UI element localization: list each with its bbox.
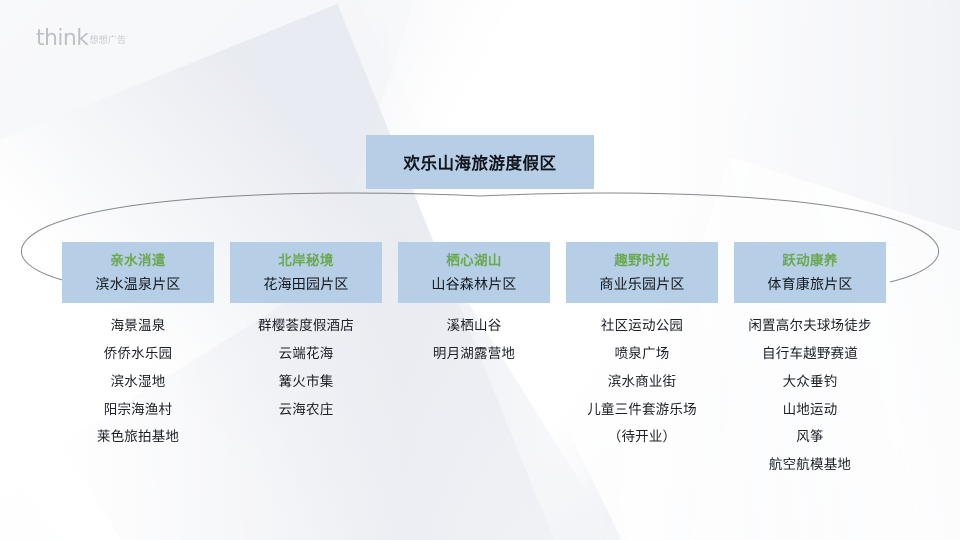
zone-column-1: 亲水消遣 滨水温泉片区 海景温泉 侨侨水乐园 滨水湿地 阳宗海渔村 莱色旅拍基地: [62, 242, 214, 473]
list-item: （待开业）: [607, 429, 677, 446]
list-item: 航空航模基地: [768, 457, 852, 474]
zone-header-5: 跃动康养 体育康旅片区: [734, 242, 886, 303]
list-item: 山地运动: [782, 401, 838, 418]
zone-columns: 亲水消遣 滨水温泉片区 海景温泉 侨侨水乐园 滨水湿地 阳宗海渔村 莱色旅拍基地…: [62, 242, 902, 473]
zone-header-4: 趣野时光 商业乐园片区: [566, 242, 718, 303]
zone-column-3: 栖心湖山 山谷森林片区 溪栖山谷 明月湖露营地: [398, 242, 550, 473]
zone-theme-5: 跃动康养: [782, 253, 838, 269]
list-item: 风筝: [796, 429, 824, 446]
list-item: 篝火市集: [278, 373, 334, 390]
list-item: 滨水湿地: [110, 373, 166, 390]
zone-column-5: 跃动康养 体育康旅片区 闲置高尔夫球场徒步 自行车越野赛道 大众垂钓 山地运动 …: [734, 242, 886, 473]
brand-logo: think 想想广告: [36, 26, 126, 51]
main-title-text: 欢乐山海旅游度假区: [403, 154, 557, 173]
zone-theme-3: 栖心湖山: [446, 253, 502, 269]
list-item: 明月湖露营地: [432, 345, 516, 362]
zone-name-5: 体育康旅片区: [767, 277, 853, 293]
list-item: 群樱荟度假酒店: [258, 318, 354, 334]
list-item: 自行车越野赛道: [762, 345, 858, 362]
zone-name-4: 商业乐园片区: [599, 277, 685, 293]
zone-name-3: 山谷森林片区: [431, 277, 517, 293]
list-item: 阳宗海渔村: [103, 401, 173, 418]
list-item: 社区运动公园: [600, 318, 684, 334]
zone-item-list-2: 群樱荟度假酒店 云端花海 篝火市集 云海农庄: [230, 319, 382, 417]
list-item: 云端花海: [278, 345, 334, 362]
zone-theme-2: 北岸秘境: [278, 253, 334, 269]
list-item: 儿童三件套游乐场: [587, 401, 697, 418]
zone-column-2: 北岸秘境 花海田园片区 群樱荟度假酒店 云端花海 篝火市集 云海农庄: [230, 242, 382, 473]
brand-logo-mark: think: [36, 26, 89, 51]
list-item: 滨水商业街: [607, 373, 677, 390]
zone-item-list-3: 溪栖山谷 明月湖露营地: [398, 319, 550, 362]
zone-header-2: 北岸秘境 花海田园片区: [230, 242, 382, 303]
list-item: 海景温泉: [110, 318, 166, 334]
zone-column-4: 趣野时光 商业乐园片区 社区运动公园 喷泉广场 滨水商业街 儿童三件套游乐场 （…: [566, 242, 718, 473]
zone-name-2: 花海田园片区: [263, 277, 349, 293]
list-item: 闲置高尔夫球场徒步: [748, 318, 872, 334]
zone-theme-1: 亲水消遣: [110, 253, 166, 269]
main-title-box: 欢乐山海旅游度假区: [366, 135, 594, 189]
list-item: 云海农庄: [278, 401, 334, 418]
list-item: 莱色旅拍基地: [96, 429, 180, 446]
zone-item-list-5: 闲置高尔夫球场徒步 自行车越野赛道 大众垂钓 山地运动 风筝 航空航模基地: [734, 319, 886, 473]
list-item: 大众垂钓: [782, 373, 838, 390]
zone-theme-4: 趣野时光: [614, 253, 670, 269]
zone-header-1: 亲水消遣 滨水温泉片区: [62, 242, 214, 303]
zone-name-1: 滨水温泉片区: [95, 277, 181, 293]
brand-logo-chinese: 想想广告: [89, 36, 127, 46]
zone-item-list-1: 海景温泉 侨侨水乐园 滨水湿地 阳宗海渔村 莱色旅拍基地: [62, 319, 214, 445]
list-item: 侨侨水乐园: [103, 345, 173, 362]
list-item: 喷泉广场: [614, 345, 670, 362]
list-item: 溪栖山谷: [446, 318, 502, 334]
zone-item-list-4: 社区运动公园 喷泉广场 滨水商业街 儿童三件套游乐场 （待开业）: [566, 319, 718, 445]
zone-header-3: 栖心湖山 山谷森林片区: [398, 242, 550, 303]
